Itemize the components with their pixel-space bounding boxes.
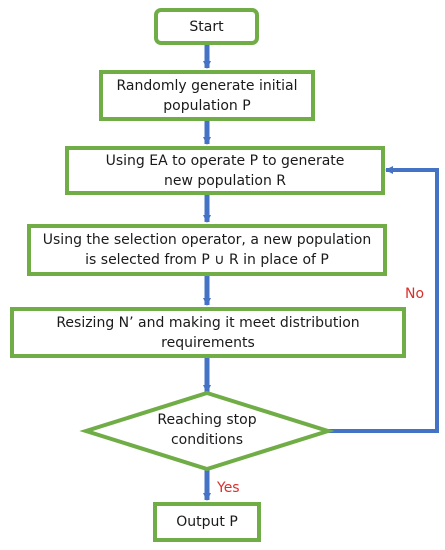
arrow-loop-no: [328, 166, 439, 433]
decision-label-line1: Reaching stop: [157, 412, 257, 428]
ea-operation-label-line1: Using EA to operate P to generate: [105, 152, 345, 169]
init-population-label-line1: Randomly generate initial: [116, 77, 298, 94]
decision-diamond: [79, 390, 335, 472]
ea-operation-box: Using EA to operate P to generate new po…: [65, 146, 385, 195]
init-population-box: Randomly generate initial population P: [99, 70, 315, 121]
start-node: Start: [154, 8, 259, 45]
resize-box: Resizing N’ and making it meet distribut…: [10, 307, 406, 358]
start-label: Start: [189, 18, 224, 35]
decision-label: Reaching stop conditions: [126, 410, 288, 450]
edge-label-no: No: [405, 286, 425, 302]
ea-operation-label-line2: new population R: [163, 172, 287, 189]
edge-label-yes: Yes: [217, 480, 240, 496]
decision-label-line2: conditions: [170, 432, 244, 448]
selection-label-line1: Using the selection operator, a new popu…: [42, 232, 372, 248]
resize-label-line1: Resizing N’ and making it meet distribut…: [56, 314, 360, 331]
resize-label-line2: requirements: [161, 334, 255, 351]
output-label: Output P: [176, 514, 238, 530]
output-node: Output P: [153, 502, 261, 542]
init-population-label-line2: population P: [163, 97, 251, 114]
selection-box: Using the selection operator, a new popu…: [27, 224, 387, 276]
selection-label-line2: is selected from P ∪ R in place of P: [85, 252, 329, 268]
